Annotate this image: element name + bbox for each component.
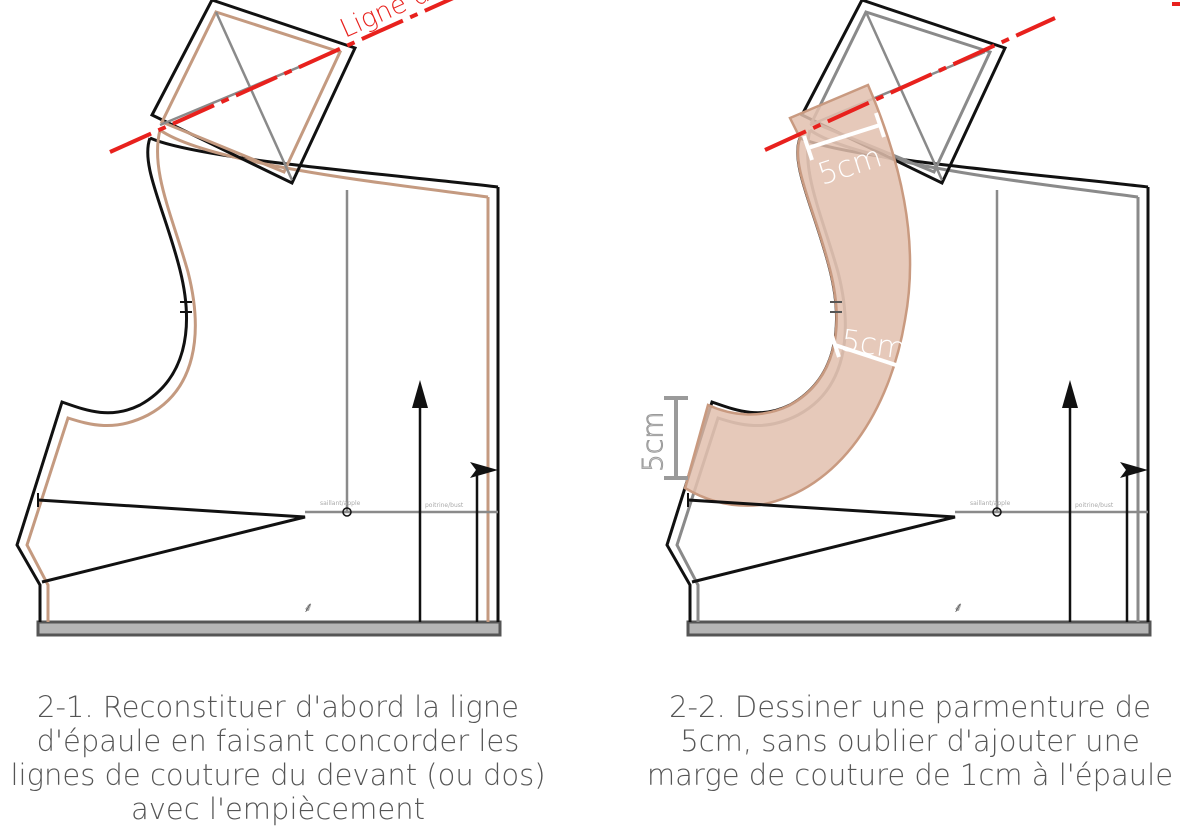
yoke-inner-left: [159, 10, 343, 174]
bust-label-right: poitrine/bust: [1075, 502, 1114, 509]
apex-label-left: saillant/apple: [320, 500, 361, 507]
cf-arrow-left: [470, 462, 498, 478]
cf-arrow-right: [1120, 462, 1148, 478]
seam-line-left: [25, 128, 490, 622]
yoke-inner-right: [809, 10, 993, 174]
facing-shape: [683, 83, 912, 507]
shoulder-line-right: [764, 16, 1056, 152]
hem-band-left: [36, 620, 502, 637]
dart-left: [37, 498, 306, 584]
right-panel: saillant/apple poitrine/bust ⸙ 5cm 5cm: [636, 0, 1180, 637]
bust-label-left: poitrine/bust: [425, 502, 464, 509]
bodice-outline-left: [15, 136, 500, 622]
fold-mark-left: ⸙: [303, 600, 314, 616]
yoke-diagonal-1-right: [864, 11, 944, 181]
apex-point-left: [342, 507, 352, 517]
grain-arrow-left: [412, 380, 428, 408]
measure-side: 5cm: [636, 396, 688, 480]
pattern-diagram: Ligne d saillant/apple poitrine/bust ⸙: [15, 0, 1180, 637]
caption-right: 2-2. Dessiner une parmenture de 5cm, san…: [646, 690, 1174, 792]
apex-label-right: saillant/apple: [970, 500, 1011, 507]
left-panel: Ligne d saillant/apple poitrine/bust ⸙: [15, 0, 502, 637]
caption-left: 2-1. Reconstituer d'abord la ligne d'épa…: [10, 690, 546, 826]
ligne-label-left: Ligne d: [336, 0, 435, 44]
hem-band-right: [686, 620, 1152, 637]
apex-point-right: [992, 507, 1002, 517]
shoulder-line-left: [109, 0, 454, 154]
dart-right: [687, 498, 956, 584]
yoke-diagonal-1-left: [214, 11, 294, 181]
yoke-square-right: [799, 0, 1008, 186]
fold-mark-right: ⸙: [953, 600, 964, 616]
grain-arrow-right: [1062, 380, 1078, 408]
yoke-square-left: [149, 0, 358, 186]
measure-side-label: 5cm: [636, 412, 669, 472]
